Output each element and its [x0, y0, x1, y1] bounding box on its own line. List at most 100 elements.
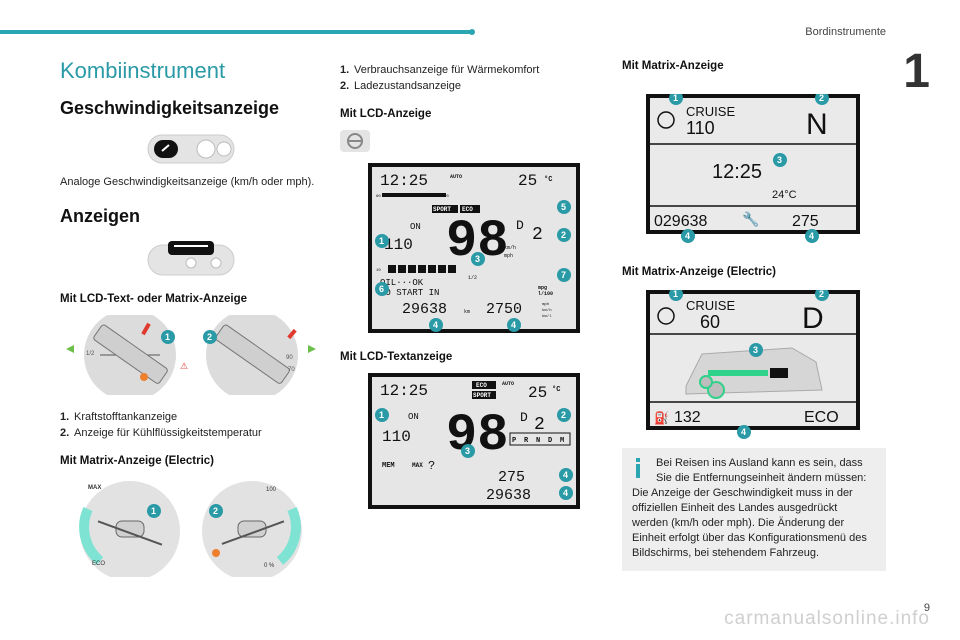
list-item: 2.Ladezustandsanzeige	[340, 80, 462, 92]
callout-7: 7	[561, 270, 566, 280]
lcd-text-display: 12:25 ECO SPORT AUTO 25 °C ON 110 98 D 2…	[368, 373, 580, 509]
gauge-label-70: 70	[288, 367, 295, 373]
info-body: Die Anzeige der Geschwindigkeit muss in …	[632, 487, 867, 559]
page-title: Kombiinstrument	[60, 58, 226, 83]
lcd-nostart: NO START IN	[380, 288, 439, 298]
electric-gear: D	[802, 302, 824, 335]
gauge-zero-label: 0 %	[264, 563, 275, 569]
lcd-temp: 25	[518, 172, 537, 190]
lcd-on: ON	[408, 412, 419, 422]
lcd-max: MAX	[412, 462, 423, 469]
callout-1: 1	[673, 290, 678, 299]
callout-1: 1	[673, 94, 678, 103]
lcd-small-speed: 110	[382, 428, 411, 446]
lcd-gear: D	[516, 218, 524, 233]
lcd-gear-num: 2	[532, 225, 543, 245]
chapter-number: 1	[903, 45, 930, 98]
lcd-mpg: mpg	[538, 285, 547, 291]
callout-3: 3	[777, 155, 782, 165]
electric-heading: Mit Matrix-Anzeige (Electric)	[60, 455, 214, 467]
matrix-time: 12:25	[712, 161, 762, 183]
lcd-temp-unit: °C	[544, 175, 552, 184]
lcd-gear-num: 2	[534, 415, 545, 435]
gauge-100-label: 100	[266, 487, 277, 493]
electric-gauges: MAX ECO 100 0 % 1 2	[79, 481, 302, 577]
lcd-temp: 25	[528, 384, 547, 402]
callout-1: 1	[165, 332, 170, 342]
lcd-on: ON	[410, 222, 421, 232]
lcd-auto: AUTO	[450, 174, 462, 180]
matrix-service: 275	[792, 213, 819, 230]
lcd-mem: MEM	[382, 462, 395, 470]
gauge-label-90: 90	[286, 355, 293, 361]
lcd-gear: D	[520, 410, 528, 425]
matrix-temp: 24°C	[772, 189, 797, 201]
callout-2: 2	[561, 410, 566, 420]
lcd-question: ?	[428, 459, 435, 473]
lcd-kmh: km/h	[504, 245, 516, 251]
speed-description: Analoge Geschwindigkeitsanzeige (km/h od…	[60, 176, 315, 188]
electric-set-speed: 60	[700, 312, 720, 332]
list-item: 1.Kraftstofftankanzeige	[60, 411, 178, 423]
gauge-label-half: 1/2	[86, 351, 95, 357]
lcd-odometer: 29638	[402, 301, 447, 318]
fuel-pump-icon: ⛽	[654, 411, 669, 425]
lcd-trip-unit: km/l	[542, 314, 552, 319]
prndm-d: D	[548, 437, 552, 445]
section-header: Bordinstrumente	[805, 26, 886, 38]
callout-2: 2	[207, 332, 212, 342]
list-item: 2.Anzeige für Kühlflüssigkeitstemperatur	[60, 427, 262, 439]
callout-4: 4	[809, 231, 814, 241]
column-1: Kombiinstrument Geschwindigkeitsanzeige …	[60, 58, 322, 577]
lcd-l100: l/100	[538, 291, 553, 297]
electric-range: 132	[674, 409, 701, 426]
callout-3: 3	[465, 446, 470, 456]
matrix-gear: N	[806, 108, 828, 141]
lcd-temp-unit: °C	[552, 385, 560, 394]
lcd-mph: mph	[504, 253, 513, 259]
info-box: Bei Reisen ins Ausland kann es sein, das…	[622, 448, 886, 571]
callout-4: 4	[563, 470, 568, 480]
callout-4: 4	[433, 320, 438, 330]
wrench-icon: 🔧	[742, 210, 759, 228]
lcd-eco: ECO	[462, 206, 473, 213]
info-first-line: Bei Reisen ins Ausland kann es sein, das…	[656, 457, 867, 484]
callout-4: 4	[685, 231, 690, 241]
watermark: carmanualsonline.info	[724, 608, 930, 629]
lcd-trip-unit: mph	[542, 302, 550, 307]
column-3: Mit Matrix-Anzeige CRUISE 110 N 12:25 24…	[622, 60, 886, 571]
lcd-auto: AUTO	[502, 381, 514, 387]
speedometer-icon	[147, 134, 235, 164]
callout-1: 1	[379, 410, 384, 420]
fuel-temperature-gauges: 1/2 90 70 ⚠ 1 2	[60, 315, 322, 395]
prndm-m: M	[560, 437, 564, 445]
lcd-oil: OIL···OK	[380, 278, 424, 288]
lcd-km: km	[464, 309, 470, 315]
lcd-sport: SPORT	[473, 392, 491, 399]
prndm-p: P	[512, 437, 516, 445]
lcd-scale-10: 10	[376, 269, 381, 273]
lcd-odometer: 29638	[486, 487, 531, 504]
lcd-small-speed: 110	[384, 236, 413, 254]
matrix-cruise: CRUISE	[686, 104, 735, 119]
callout-4: 4	[511, 320, 516, 330]
electric-matrix-heading: Mit Matrix-Anzeige (Electric)	[622, 266, 776, 278]
matrix-display: CRUISE 110 N 12:25 24°C 029638 🔧 275 1 2…	[646, 94, 860, 243]
page-number: 9	[923, 602, 930, 614]
callout-6: 6	[379, 284, 384, 294]
lcd-time: 12:25	[380, 382, 428, 400]
gauge-eco-label: ECO	[92, 561, 105, 567]
lcd-text-heading: Mit LCD-Textanzeige	[340, 351, 453, 363]
matrix-heading: Mit Matrix-Anzeige	[622, 60, 724, 72]
lcd-trip: 275	[498, 469, 525, 486]
callout-2: 2	[819, 94, 824, 103]
lcd-eco: ECO	[476, 382, 487, 389]
electric-mode: ECO	[804, 409, 839, 426]
indicators-icon	[147, 241, 235, 276]
lcd-trip: 2750	[486, 301, 522, 318]
callout-2: 2	[561, 230, 566, 240]
callout-1: 1	[151, 506, 156, 516]
callout-4: 4	[563, 488, 568, 498]
electric-cruise: CRUISE	[686, 298, 735, 313]
gauge-list: 1.Kraftstofftankanzeige 2.Anzeige für Kü…	[60, 409, 322, 441]
